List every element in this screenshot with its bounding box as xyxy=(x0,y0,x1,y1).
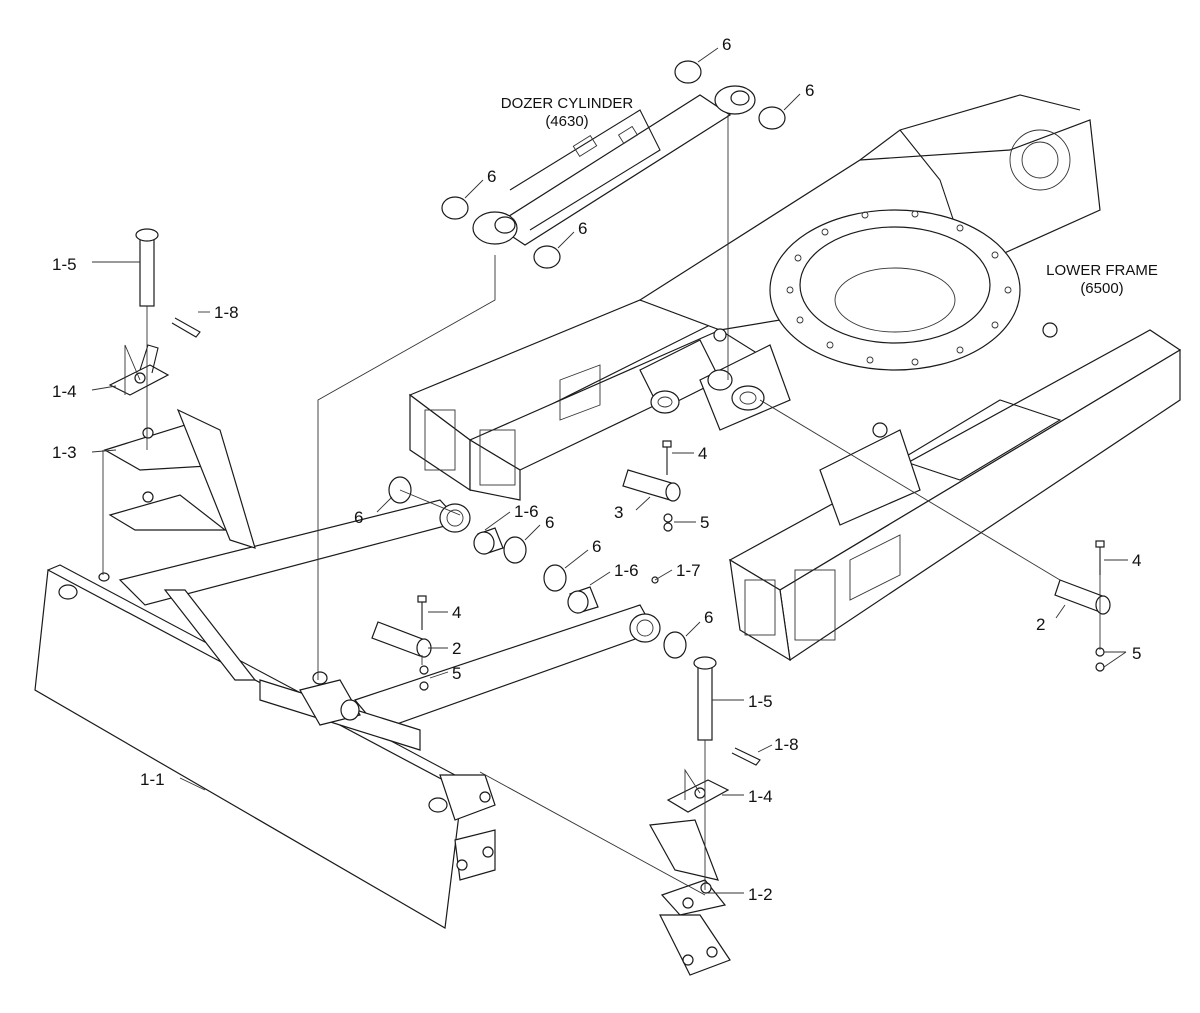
bracket-right-drawing xyxy=(649,819,731,976)
callout-label: 1-5 xyxy=(52,255,77,274)
explosion-lines xyxy=(102,115,1101,896)
callout-label: 1-4 xyxy=(748,787,773,806)
leader-lines xyxy=(91,47,1128,894)
callout-label: 4 xyxy=(698,444,707,463)
callout-label: 1-3 xyxy=(52,443,77,462)
bushings-drawing xyxy=(473,527,599,614)
callout-label: 6 xyxy=(354,508,363,527)
callout-label: 4 xyxy=(1132,551,1141,570)
callout-label: 1-7 xyxy=(676,561,701,580)
bracket-left-drawing xyxy=(103,408,256,549)
callout-label: 6 xyxy=(578,219,587,238)
callout-label: 6 xyxy=(805,81,814,100)
callout-label: 1-6 xyxy=(514,502,539,521)
exploded-parts xyxy=(103,60,1111,976)
callout-label: 4 xyxy=(452,603,461,622)
callout-label: 5 xyxy=(700,513,709,532)
plate-right-drawing xyxy=(666,779,730,813)
lower-frame-caption: LOWER FRAME xyxy=(1046,262,1158,279)
captions: DOZER CYLINDER (4630) LOWER FRAME (6500) xyxy=(501,95,1158,297)
callout-label: 6 xyxy=(487,167,496,186)
callout-label: 2 xyxy=(452,639,461,658)
callout-label: 1-8 xyxy=(214,303,239,322)
callout-label: 3 xyxy=(614,503,623,522)
pin-right-drawing xyxy=(693,656,761,766)
pin-left-drawing xyxy=(135,228,201,338)
callout-label: 1-5 xyxy=(748,692,773,711)
dozer-cylinder-caption: DOZER CYLINDER xyxy=(501,95,634,112)
callout-label: 1-6 xyxy=(614,561,639,580)
callout-label: 1-1 xyxy=(140,770,165,789)
callout-label: 6 xyxy=(722,35,731,54)
callout-label: 5 xyxy=(452,664,461,683)
callout-label: 2 xyxy=(1036,615,1045,634)
plate-left-drawing xyxy=(108,344,170,396)
callout-label: 6 xyxy=(545,513,554,532)
callout-label: 6 xyxy=(592,537,601,556)
pins-2-3-drawing xyxy=(371,469,1111,658)
bolts-nuts-drawing xyxy=(417,440,1105,691)
callout-labels: 1-1 1-2 1-3 1-4 1-4 1-5 1-5 1-6 1-6 1-7 … xyxy=(52,35,1141,904)
callout-label: 1-4 xyxy=(52,382,77,401)
swing-circle-bolt-holes xyxy=(786,210,1012,366)
callout-label: 1-2 xyxy=(748,885,773,904)
lower-frame-code: (6500) xyxy=(1080,280,1123,297)
callout-label: 6 xyxy=(704,608,713,627)
callout-label: 5 xyxy=(1132,644,1141,663)
seals-drawing xyxy=(388,60,786,659)
lower-frame-drawing xyxy=(408,94,1182,662)
dozer-cylinder-code: (4630) xyxy=(545,113,588,130)
dozer-blade-drawing xyxy=(34,499,661,929)
dozer-cylinder-drawing xyxy=(472,85,756,246)
callout-label: 1-8 xyxy=(774,735,799,754)
